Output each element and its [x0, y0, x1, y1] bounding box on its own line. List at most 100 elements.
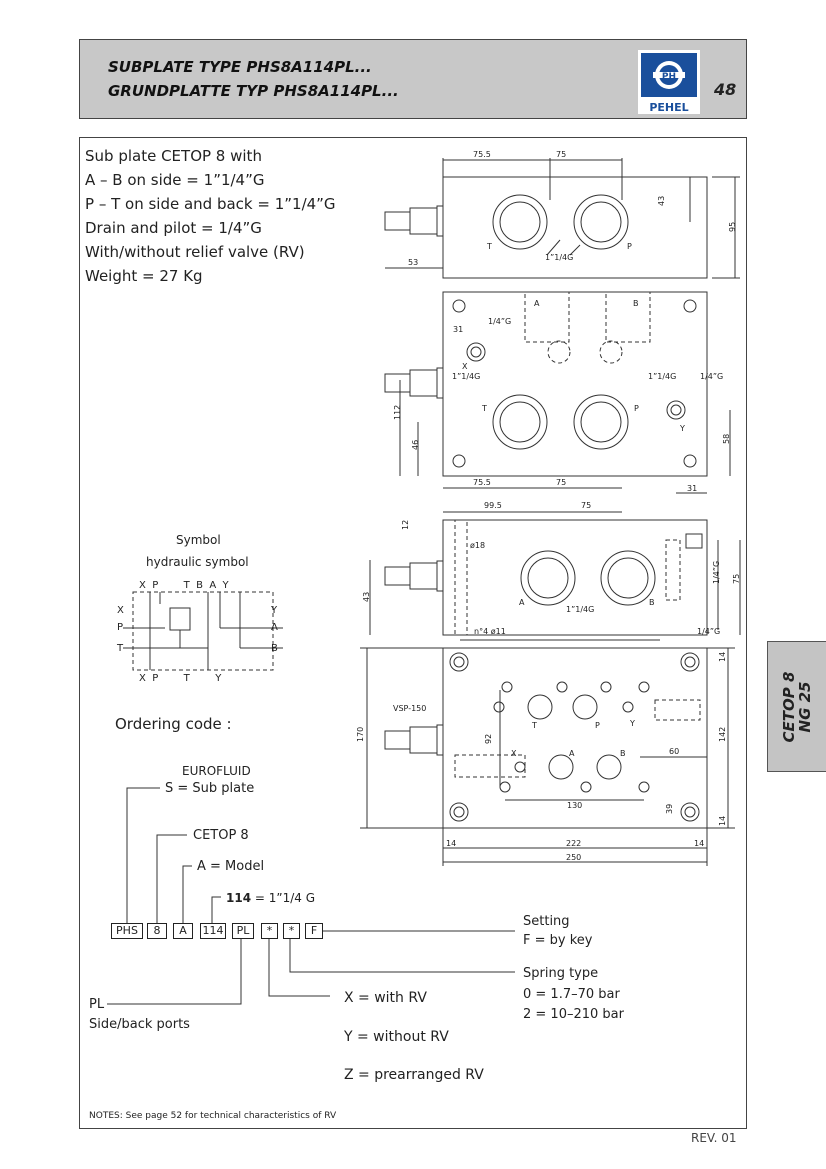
a-definition: A = Model [197, 859, 265, 874]
code-box-model: A [173, 923, 193, 939]
svg-text:PEHEL: PEHEL [649, 101, 688, 114]
svg-text:1/4”G: 1/4”G [488, 317, 511, 326]
dim-label: 75.5 [473, 150, 491, 159]
svg-text:75: 75 [556, 478, 566, 487]
pehel-logo: PH PEHEL [638, 50, 700, 114]
s-definition: S = Sub plate [165, 781, 255, 796]
eurofluid-label: EUROFLUID [182, 764, 251, 778]
symbol-bottom-labels: X P T Y [139, 673, 222, 684]
x-definition: X = with RV [344, 990, 427, 1006]
content-frame [79, 137, 747, 1129]
spec-line: Drain and pilot = 1/4”G [85, 219, 262, 237]
spec-line: A – B on side = 1”1/4”G [85, 171, 265, 189]
svg-text:130: 130 [567, 801, 582, 810]
svg-text:14: 14 [446, 839, 456, 848]
svg-text:75: 75 [581, 501, 591, 510]
symbol-subtitle: hydraulic symbol [146, 555, 249, 569]
symbol-label: B [271, 643, 278, 654]
symbol-label: X [117, 605, 124, 616]
ordering-title: Ordering code : [115, 715, 232, 733]
svg-text:P: P [595, 721, 600, 730]
thread-label: 1”1/4G [545, 253, 573, 262]
spec-line: With/without relief valve (RV) [85, 243, 305, 261]
notes: NOTES: See page 52 for technical charact… [89, 1111, 337, 1121]
svg-text:75.5: 75.5 [473, 478, 491, 487]
code-box-size: 8 [147, 923, 167, 939]
page-number: 48 [714, 80, 737, 99]
svg-text:B: B [620, 749, 626, 758]
symbol-title: Symbol [176, 533, 221, 547]
page-header: SUBPLATE TYPE PHS8A114PL... GRUNDPLATTE … [79, 39, 747, 119]
symbol-top-labels: X P T B A Y [139, 580, 229, 591]
svg-text:39: 39 [665, 804, 674, 814]
svg-text:1”1/4G: 1”1/4G [452, 372, 480, 381]
spec-line: Weight = 27 Kg [85, 267, 203, 285]
code-box-spring: * [283, 923, 300, 939]
title-line-1: SUBPLATE TYPE PHS8A114PL... [108, 58, 372, 76]
svg-text:B: B [649, 598, 655, 607]
code-box-setting: F [305, 923, 323, 939]
svg-text:Y: Y [629, 719, 635, 728]
z-definition: Z = prearranged RV [344, 1067, 484, 1083]
svg-text:Y: Y [679, 424, 685, 433]
svg-text:31: 31 [453, 325, 463, 334]
svg-text:B: B [633, 299, 639, 308]
setting-f: F = by key [523, 933, 593, 948]
y-definition: Y = without RV [344, 1029, 449, 1045]
spring-label: Spring type [523, 966, 599, 981]
svg-text:1/4”G: 1/4”G [697, 627, 720, 636]
svg-text:T: T [481, 404, 487, 413]
svg-text:X: X [511, 749, 517, 758]
svg-text:92: 92 [484, 734, 493, 744]
svg-text:112: 112 [393, 405, 402, 420]
svg-text:1”1/4G: 1”1/4G [566, 605, 594, 614]
svg-text:14: 14 [718, 816, 727, 826]
dim-label: 53 [408, 258, 418, 267]
svg-text:75: 75 [732, 574, 741, 584]
svg-text:1/4”G: 1/4”G [700, 372, 723, 381]
code-box-phs: PHS [111, 923, 143, 939]
dim-label: 75 [556, 150, 566, 159]
svg-text:142: 142 [718, 727, 727, 742]
svg-text:99.5: 99.5 [484, 501, 502, 510]
side-tab-line-2: NG 25 [796, 681, 814, 732]
svg-text:12: 12 [401, 520, 410, 530]
side-tab: CETOP 8 NG 25 [767, 641, 826, 772]
svg-text:X: X [462, 362, 468, 371]
port-label: T [486, 242, 492, 251]
svg-text:1/4”G: 1/4”G [712, 561, 721, 584]
spec-line: P – T on side and back = 1”1/4”G [85, 195, 336, 213]
symbol-label: P [117, 622, 124, 633]
symbol-label: A [271, 622, 278, 633]
svg-text:222: 222 [566, 839, 581, 848]
symbol-label: Y [271, 605, 278, 616]
svg-text:VSP-150: VSP-150 [393, 704, 426, 713]
svg-text:46: 46 [411, 440, 420, 450]
code-box-rv: * [261, 923, 278, 939]
svg-text:60: 60 [669, 747, 679, 756]
svg-text:A: A [534, 299, 540, 308]
cetop-definition: CETOP 8 [193, 828, 249, 843]
dim-label: 43 [657, 196, 666, 206]
svg-text:A: A [569, 749, 575, 758]
setting-label: Setting [523, 914, 570, 929]
code-114-definition: 114 = 1”1/4 G [226, 891, 316, 905]
svg-text:58: 58 [722, 434, 731, 444]
svg-text:P: P [634, 404, 639, 413]
svg-text:250: 250 [566, 853, 581, 862]
symbol-label: T [117, 643, 124, 654]
svg-text:43: 43 [362, 592, 371, 602]
code-box-thread: 114 [200, 923, 226, 939]
svg-text:A: A [519, 598, 525, 607]
svg-text:PH: PH [662, 72, 676, 82]
svg-text:31: 31 [687, 484, 697, 493]
spring-2: 2 = 10–210 bar [523, 1007, 624, 1022]
revision: REV. 01 [691, 1131, 737, 1145]
svg-text:ø18: ø18 [470, 541, 485, 550]
title-line-2: GRUNDPLATTE TYP PHS8A114PL... [108, 82, 399, 100]
pl-definition: Side/back ports [89, 1017, 190, 1032]
port-label: P [627, 242, 632, 251]
pl-label: PL [89, 997, 105, 1012]
